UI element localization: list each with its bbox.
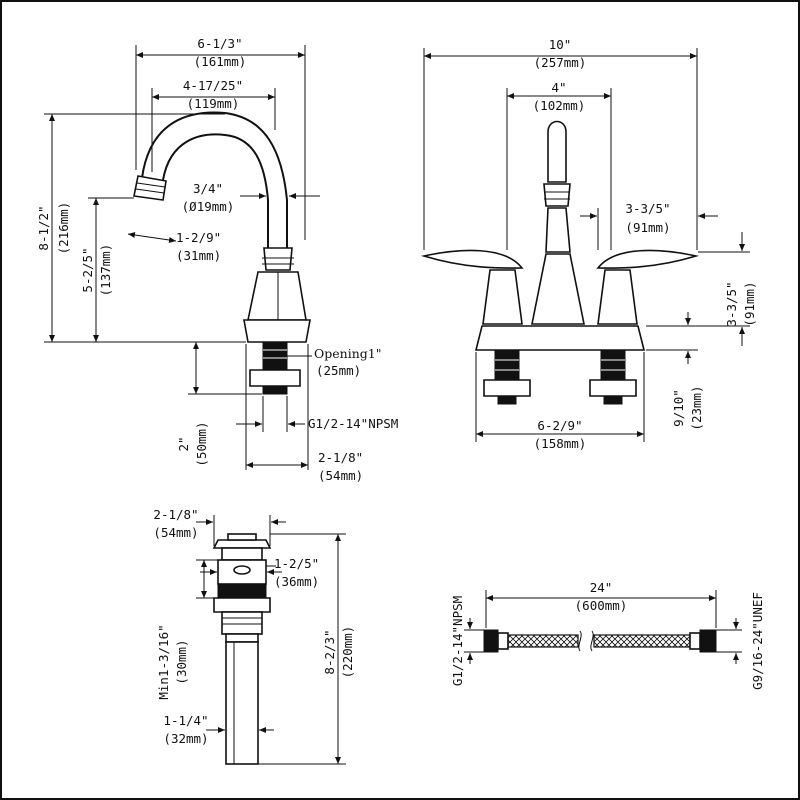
center-width-mm: (102mm)	[533, 98, 586, 113]
pipe-diameter-label: 3/4"	[193, 181, 223, 196]
drain-cap-width-mm: (54mm)	[153, 525, 198, 540]
drain-tail-width-mm: (32mm)	[163, 731, 208, 746]
front-spout-body	[531, 253, 585, 325]
drain-tailpipe	[225, 641, 259, 765]
right-shank	[600, 349, 626, 381]
front-spout-column	[545, 207, 571, 253]
right-handle-body	[597, 269, 638, 325]
left-shank	[494, 349, 520, 381]
front-width-mm: (257mm)	[534, 55, 587, 70]
deck-plate	[474, 325, 646, 351]
spout-thread-label: G1/2-14"NPSM	[308, 416, 398, 431]
spout-shank	[262, 341, 288, 371]
handle-offset-label: 3-3/5"	[625, 201, 670, 216]
right-mount-nut	[589, 379, 637, 397]
handle-height-mm: (91mm)	[742, 281, 757, 326]
spout-outer-curve	[141, 111, 288, 248]
spout-base	[243, 319, 311, 343]
supply-hose: 24" (600mm) G1/2-14"NPSM G9/16-24"UNEF	[450, 580, 765, 690]
hose-left-nut	[483, 629, 499, 653]
hose-braid-right	[593, 634, 691, 648]
spout-width-mm: (161mm)	[194, 54, 247, 69]
spout-inner-curve	[162, 133, 269, 248]
hose-right-nut	[699, 629, 717, 653]
opening-label: Opening1"	[314, 346, 381, 361]
total-height-mm: (216mm)	[56, 202, 71, 255]
spout-reach-label: 4-17/25"	[183, 78, 243, 93]
opening-mm: (25mm)	[316, 363, 361, 378]
spout-height-mm: (137mm)	[98, 244, 113, 297]
left-handle	[420, 249, 524, 269]
aerator	[133, 175, 167, 201]
handle-offset-mm: (91mm)	[625, 220, 670, 235]
total-height-label: 8-1/2"	[36, 205, 51, 250]
pipe-diameter-mm: (Ø19mm)	[182, 199, 235, 214]
hose-length-label: 24"	[590, 580, 613, 595]
hose-right-thread-label: G9/16-24"UNEF	[750, 592, 765, 690]
spout-width-label: 6-1/3"	[197, 36, 242, 51]
spout-height-label: 5-2/5"	[80, 247, 95, 292]
spout-collar	[263, 247, 293, 271]
hose-left-thread-label: G1/2-14"NPSM	[450, 596, 465, 686]
spout-side-view: 6-1/3" (161mm) 4-17/25" (119mm) 3/4" (Ø1…	[36, 36, 398, 483]
spout-reach-mm: (119mm)	[187, 96, 240, 111]
faucet-front-view: 10" (257mm) 4" (102mm) 3-3/5" (91mm) 3-3…	[420, 37, 757, 451]
drain-nut	[213, 597, 271, 613]
drain-thread	[217, 583, 267, 599]
drain-tail-width-label: 1-1/4"	[163, 713, 208, 728]
shank-length-label: 2"	[176, 436, 191, 451]
aerator-size-label: 1-2/9"	[176, 230, 221, 245]
spout-base-width-label: 2-1/8"	[318, 450, 363, 465]
deck-thickness-mm: (23mm)	[689, 385, 704, 430]
front-spout-stem	[547, 120, 567, 183]
drain-cap-width-label: 2-1/8"	[153, 507, 198, 522]
drain-cap	[212, 539, 272, 549]
pop-up-drain: 2-1/8" (54mm) 1-2/5" (36mm) Min1-3/16" (…	[153, 507, 355, 765]
drain-length-label: 8-2/3"	[322, 629, 337, 674]
spout-base-width-mm: (54mm)	[318, 468, 363, 483]
front-aerator	[543, 183, 571, 207]
drain-min-height-label: Min1-3/16"	[156, 624, 171, 699]
drain-body-width-label: 1-2/5"	[274, 556, 319, 571]
front-width-label: 10"	[549, 37, 572, 52]
aerator-size-mm: (31mm)	[176, 248, 221, 263]
right-handle	[596, 249, 700, 269]
front-base-width-mm: (158mm)	[534, 436, 587, 451]
spout-body	[247, 271, 307, 321]
drain-min-height-mm: (30mm)	[174, 639, 189, 684]
spout-mount-nut	[249, 369, 301, 387]
hose-braid-left	[507, 634, 579, 648]
drain-length-mm: (220mm)	[340, 626, 355, 679]
left-mount-nut	[483, 379, 531, 397]
deck-thickness-label: 9/10"	[671, 389, 686, 427]
left-handle-body	[482, 269, 523, 325]
handle-height-label: 3-3/5"	[724, 281, 739, 326]
center-width-label: 4"	[551, 80, 566, 95]
shank-length-mm: (50mm)	[194, 421, 209, 466]
overflow-hole	[233, 565, 251, 575]
hose-length-mm: (600mm)	[575, 598, 628, 613]
drain-body-width-mm: (36mm)	[274, 574, 319, 589]
front-base-width-label: 6-2/9"	[537, 418, 582, 433]
